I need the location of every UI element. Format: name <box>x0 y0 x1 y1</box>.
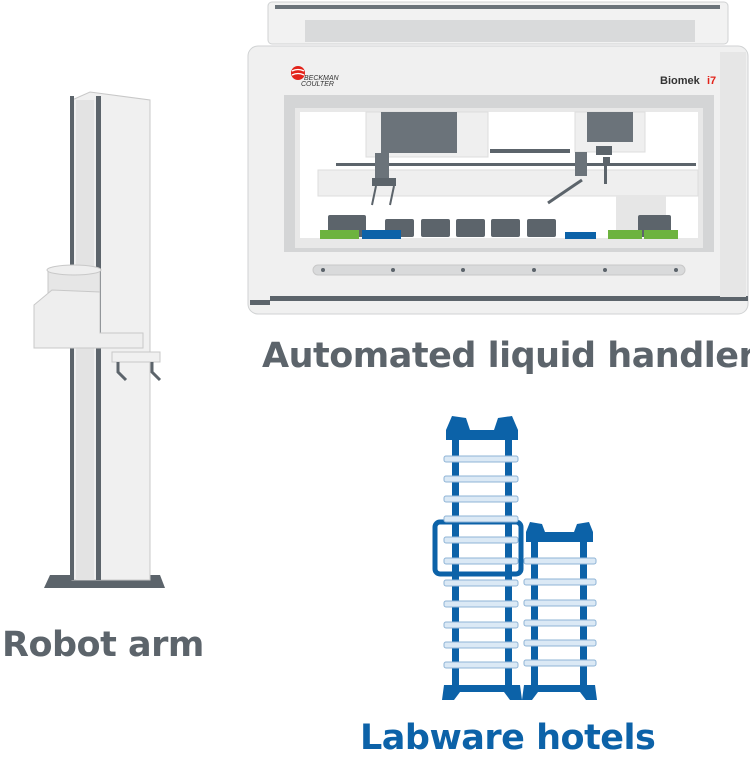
model-number: i7 <box>707 75 716 87</box>
liquid-handler: BECKMAN COULTER Biomek i7 <box>247 1 749 315</box>
hotel-short <box>522 522 597 700</box>
brand-line2: COULTER <box>301 81 334 88</box>
brand-line1: BECKMAN <box>304 75 340 82</box>
robot-arm <box>33 91 165 588</box>
hotel-shelves <box>443 455 597 669</box>
robot-arm-label: Robot arm <box>2 625 204 665</box>
labware-hotels-label: Labware hotels <box>360 718 656 758</box>
liquid-handler-label: Automated liquid handler <box>262 336 750 376</box>
labware-hotels <box>432 416 597 700</box>
model-name: Biomek <box>660 75 701 87</box>
deck-internals <box>317 111 699 239</box>
beckman-coulter-logo: BECKMAN COULTER <box>291 66 340 88</box>
